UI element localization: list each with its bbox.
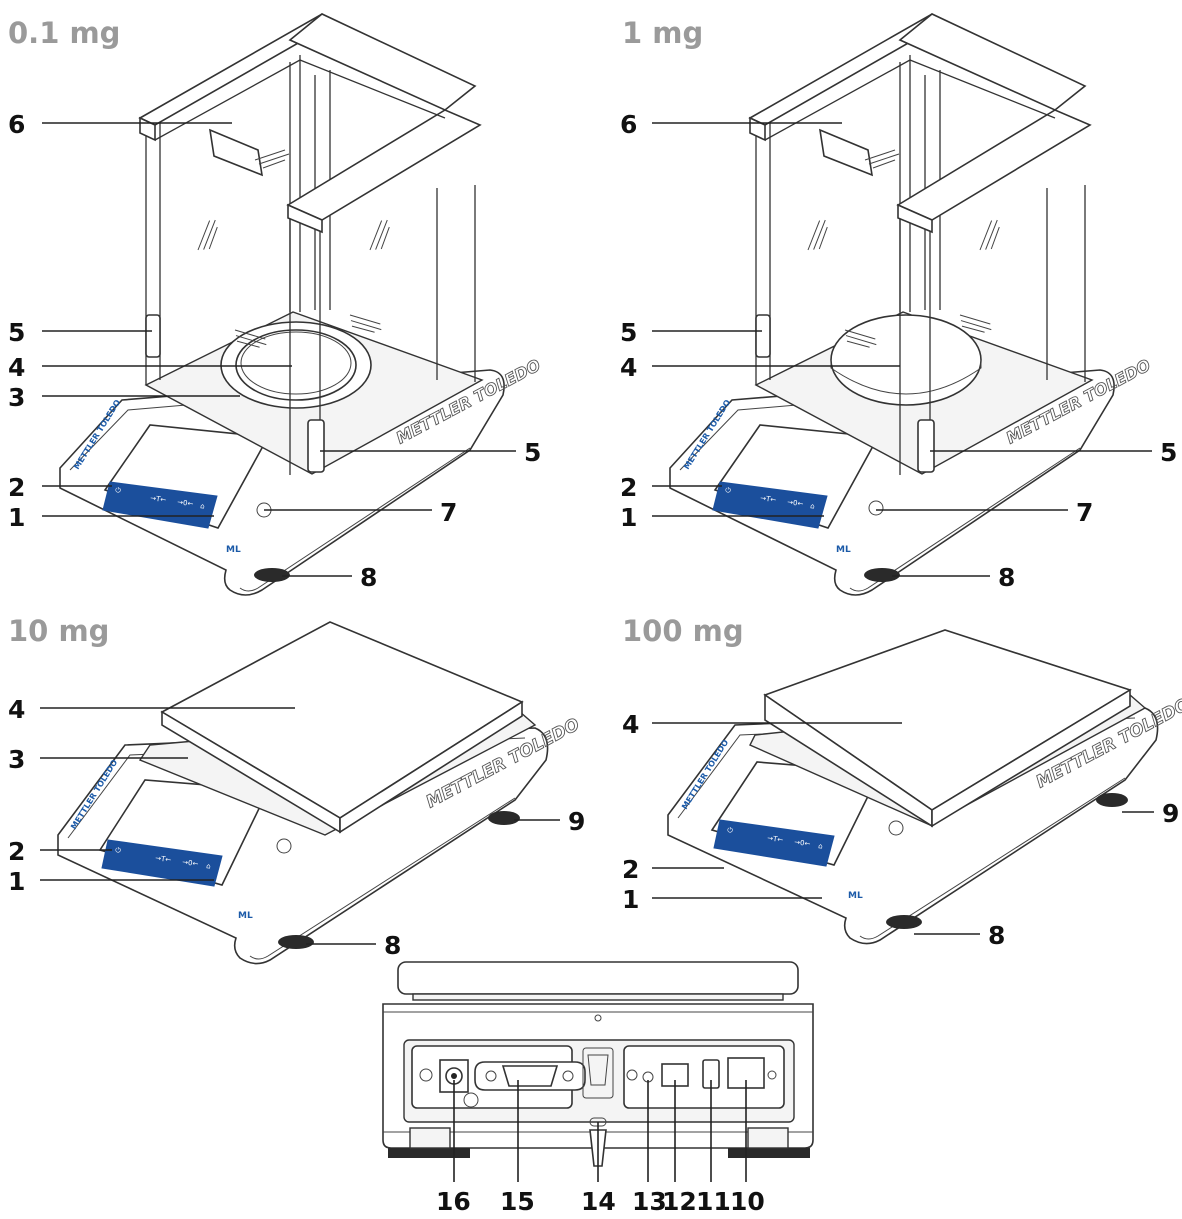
- svg-text:⌂: ⌂: [206, 862, 212, 871]
- svg-text:7: 7: [440, 498, 457, 527]
- svg-text:→0←: →0←: [794, 838, 811, 848]
- svg-text:8: 8: [988, 921, 1005, 950]
- svg-text:4: 4: [8, 695, 25, 724]
- svg-text:2: 2: [620, 473, 637, 502]
- svg-text:1: 1: [8, 503, 25, 532]
- svg-text:→T←: →T←: [760, 494, 777, 504]
- svg-text:8: 8: [998, 563, 1015, 592]
- svg-text:→0←: →0←: [177, 498, 194, 508]
- svg-text:→0←: →0←: [182, 858, 199, 868]
- svg-text:⏻: ⏻: [115, 486, 122, 495]
- title-100mg: 100 mg: [622, 614, 744, 648]
- svg-text:1: 1: [8, 867, 25, 896]
- svg-text:3: 3: [8, 383, 25, 412]
- svg-text:ML: ML: [238, 911, 253, 921]
- balance-01mg: 0.1 mg ⏻ →T← →0← ⌂ METTLER TOLEDO ML MET…: [8, 13, 544, 596]
- svg-text:16: 16: [436, 1187, 471, 1216]
- svg-text:4: 4: [622, 710, 639, 739]
- balance-1mg: 1 mg ⏻ →T← →0← ⌂ METTLER TOLEDO ML METTL…: [620, 13, 1177, 596]
- svg-text:14: 14: [581, 1187, 616, 1216]
- svg-text:13: 13: [632, 1187, 667, 1216]
- svg-text:4: 4: [8, 353, 25, 382]
- svg-text:12: 12: [662, 1187, 697, 1216]
- svg-text:→T←: →T←: [150, 494, 167, 504]
- svg-text:ML: ML: [836, 545, 851, 555]
- svg-text:2: 2: [8, 837, 25, 866]
- svg-text:ML: ML: [226, 545, 241, 555]
- balance-10mg: 10 mg ⏻ →T← →0← ⌂ METTLER TOLEDO ML METT…: [8, 614, 585, 965]
- svg-text:2: 2: [8, 473, 25, 502]
- svg-text:1: 1: [620, 503, 637, 532]
- svg-text:⏻: ⏻: [115, 846, 122, 855]
- svg-text:5: 5: [1160, 438, 1177, 467]
- svg-text:→T←: →T←: [155, 854, 172, 864]
- svg-text:9: 9: [1162, 799, 1179, 828]
- svg-text:5: 5: [8, 318, 25, 347]
- svg-text:4: 4: [620, 353, 637, 382]
- title-01mg: 0.1 mg: [8, 16, 120, 50]
- svg-text:8: 8: [360, 563, 377, 592]
- balance-100mg: 100 mg ⏻ →T← →0← ⌂ METTLER TOLEDO ML MET…: [622, 614, 1182, 950]
- svg-text:⏻: ⏻: [727, 826, 734, 835]
- svg-text:10: 10: [730, 1187, 765, 1216]
- svg-text:9: 9: [568, 807, 585, 836]
- svg-text:7: 7: [1076, 498, 1093, 527]
- svg-text:⌂: ⌂: [810, 502, 816, 511]
- svg-text:⌂: ⌂: [818, 842, 824, 851]
- svg-text:6: 6: [8, 110, 25, 139]
- svg-text:8: 8: [384, 931, 401, 960]
- svg-text:11: 11: [696, 1187, 731, 1216]
- svg-text:6: 6: [620, 110, 637, 139]
- svg-text:1: 1: [622, 885, 639, 914]
- svg-text:⌂: ⌂: [200, 502, 206, 511]
- svg-text:⏻: ⏻: [725, 486, 732, 495]
- balance-rear-view: 16 15 14 13 12 11 10: [382, 961, 814, 1216]
- svg-text:2: 2: [622, 855, 639, 884]
- svg-text:→T←: →T←: [767, 834, 784, 844]
- svg-text:3: 3: [8, 745, 25, 774]
- svg-text:15: 15: [500, 1187, 535, 1216]
- title-10mg: 10 mg: [8, 614, 109, 648]
- title-1mg: 1 mg: [622, 16, 703, 50]
- svg-text:ML: ML: [848, 891, 863, 901]
- svg-text:→0←: →0←: [787, 498, 804, 508]
- svg-text:5: 5: [524, 438, 541, 467]
- svg-text:5: 5: [620, 318, 637, 347]
